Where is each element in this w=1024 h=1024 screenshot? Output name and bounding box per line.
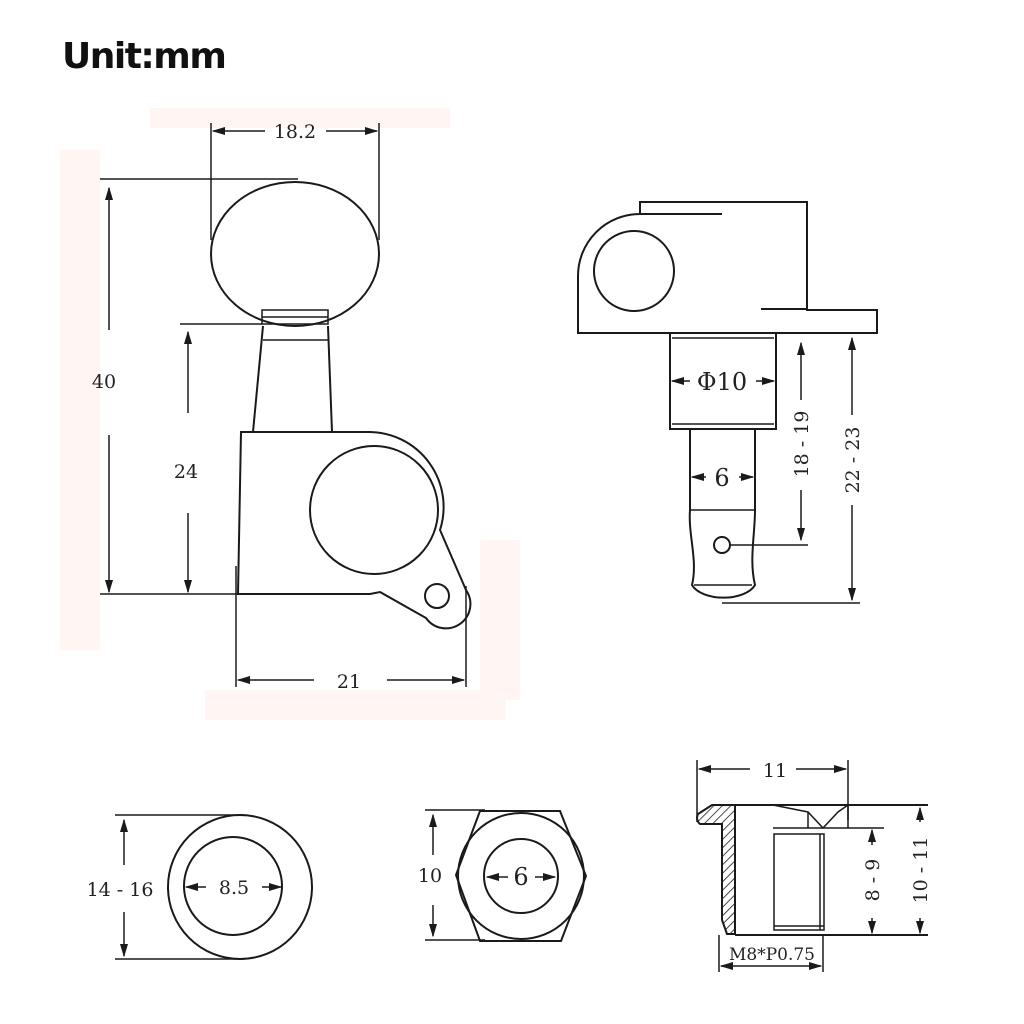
- side-view: 18.2 40 24 21: [92, 121, 472, 693]
- dim-knob-width: 18.2: [274, 121, 316, 143]
- dim-thread-length: 8 - 9: [862, 859, 884, 902]
- dim-thread-spec: M8*P0.75: [729, 945, 815, 965]
- string-hole: [713, 536, 731, 554]
- dim-washer-inner: 8.5: [219, 877, 249, 899]
- gear-bore: [309, 445, 439, 575]
- hex-outline: [454, 810, 588, 942]
- dim-bushing-length: 10 - 11: [910, 837, 932, 904]
- dim-washer-outer: 14 - 16: [87, 879, 154, 901]
- dim-total-length: 22 - 23: [842, 427, 864, 494]
- bushing-section-view: 11 8 - 9 10 - 11 M8*P0.75: [696, 760, 932, 972]
- dim-nut-flats: 10: [418, 865, 442, 887]
- unit-title: Unit:mm: [62, 36, 227, 77]
- dim-post-diameter: 6: [714, 464, 729, 492]
- housing-front-shape: [577, 201, 878, 334]
- gear-bore-front: [593, 230, 675, 312]
- dim-nut-inner: 6: [513, 863, 528, 891]
- hex-nut-view: 10 6: [418, 809, 588, 942]
- bushing-shape: [669, 332, 777, 430]
- dim-body-width: 21: [337, 671, 361, 693]
- front-view: Φ10 6 18 - 19 22 - 23: [577, 201, 878, 604]
- hatched-section: [696, 804, 736, 935]
- screw-hole: [424, 583, 450, 609]
- dim-total-height: 40: [92, 371, 116, 393]
- washer-view: 14 - 16 8.5: [87, 814, 313, 960]
- dim-flange-diameter: 11: [763, 760, 787, 782]
- dim-post-length: 18 - 19: [791, 411, 813, 478]
- dim-bushing-diameter: Φ10: [697, 368, 747, 396]
- knob-shape: [210, 181, 380, 327]
- dim-post-height: 24: [174, 461, 198, 483]
